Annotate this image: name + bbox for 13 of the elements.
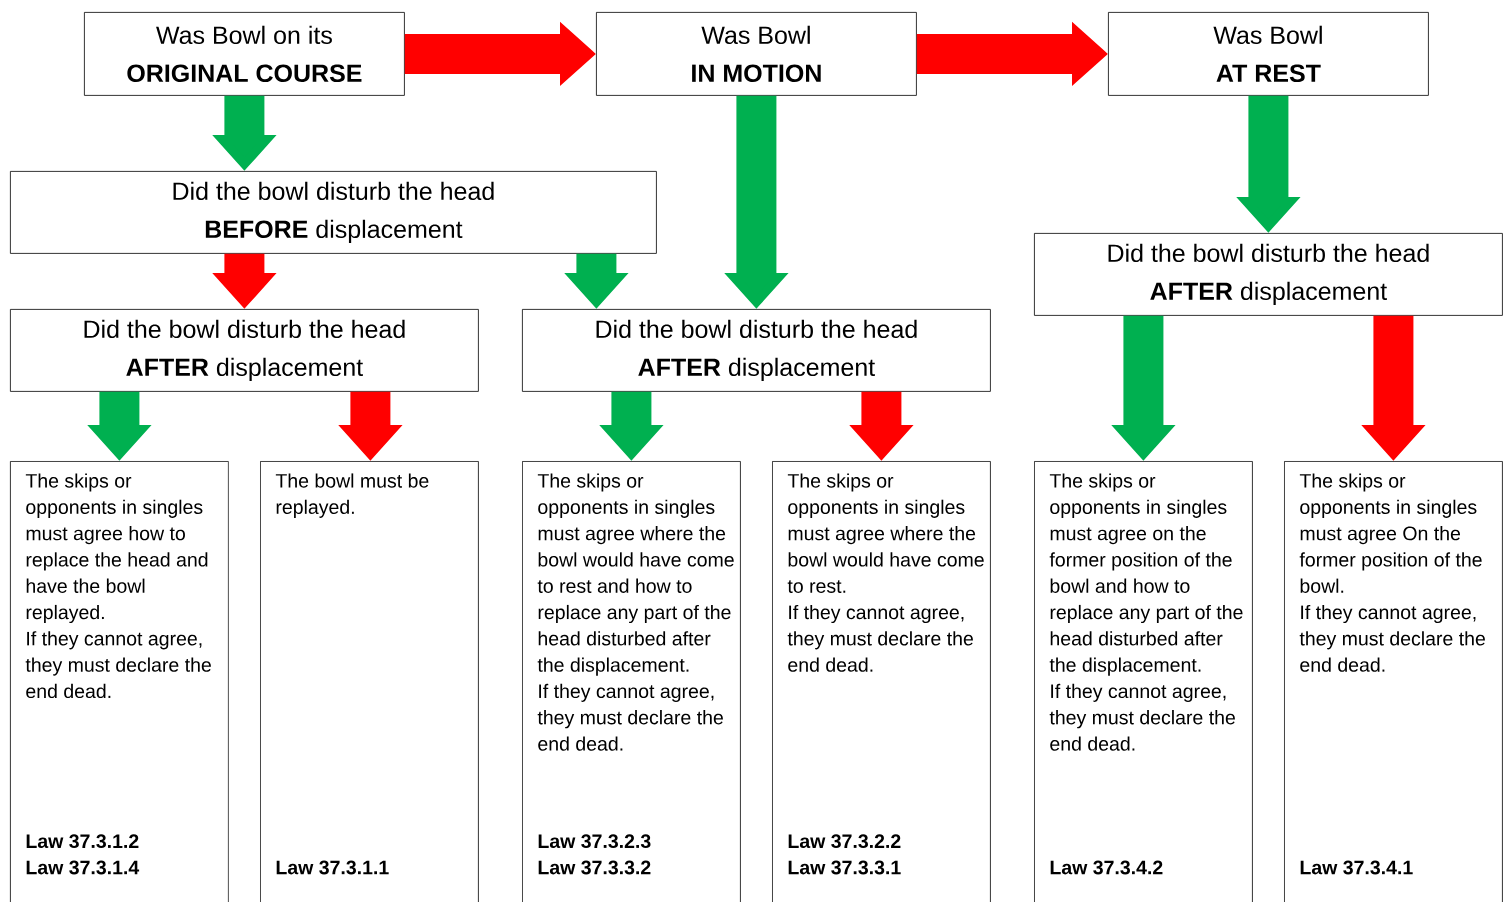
question-box: Was Bowl on its ORIGINAL COURSE [84,12,405,96]
answer-box: The bowl must be replayed. Law 37.3.1.1 [260,461,479,902]
question-box: Was Bowl IN MOTION [596,12,917,96]
answer-box: The skips or opponents in singles must agree On the former position of the bowl. If they cannot agree, they must declare the end dead. Law 37.3.4.1 [1284,461,1503,902]
question-box: Did the bowl disturb the head AFTER displacement [522,309,991,392]
question-box: Did the bowl disturb the head AFTER displacement [1034,233,1503,316]
question-box: Was Bowl AT REST [1108,12,1429,96]
answer-box: The skips or opponents in singles must agree on the former position of the bowl and how to replace any part of the head disturbed after the displacement. If they cannot agree, they must declare the end dead. Law 37.3.4.2 [1034,461,1253,902]
answer-box: The skips or opponents in singles must agree where the bowl would have come to rest and how to replace any part of the head disturbed after the displacement. If they cannot agree, they must declare the end dead. Law 37.3.2.3 Law 37.3.3.2 [522,461,741,902]
answer-box: The skips or opponents in singles must agree how to replace the head and have the bowl replayed. If they cannot agree, they must declare the end dead. Law 37.3.1.2 Law 37.3.1.4 [10,461,229,902]
question-box: Did the bowl disturb the head AFTER displacement [10,309,479,392]
question-box: Did the bowl disturb the head BEFORE displacement [10,171,657,254]
answer-box: The skips or opponents in singles must agree where the bowl would have come to rest. If they cannot agree, they must declare the end dead. Law 37.3.2.2 Law 37.3.3.1 [772,461,991,902]
